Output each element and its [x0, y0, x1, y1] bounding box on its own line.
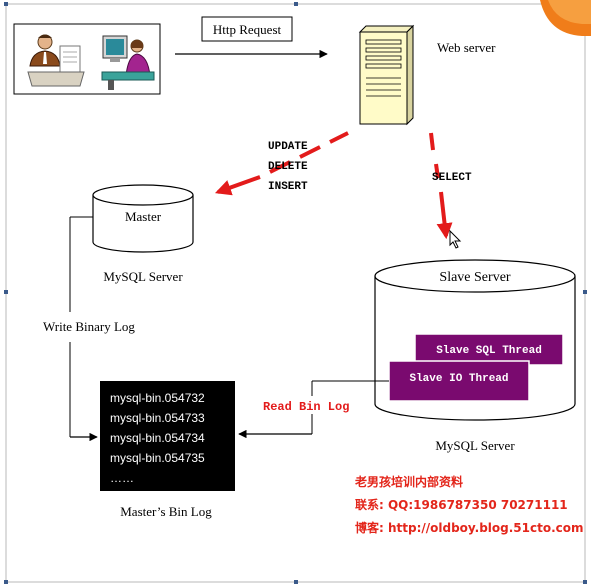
write-binary-log-label: Write Binary Log — [43, 319, 135, 334]
watermark-line1: 老男孩培训内部资料 — [355, 474, 463, 489]
slave-sql-thread-label: Slave SQL Thread — [436, 345, 542, 357]
delete-label: DELETE — [268, 161, 308, 173]
watermark: 老男孩培训内部资料 联系: QQ:1986787350 70271111 博客:… — [355, 474, 584, 535]
write-arrow — [214, 131, 349, 196]
bin-log-entry: mysql-bin.054733 — [110, 411, 205, 425]
bin-log-entries: mysql-bin.054732 mysql-bin.054733 mysql-… — [110, 391, 205, 485]
bin-log-entry: mysql-bin.054735 — [110, 451, 205, 465]
slave-db-label: Slave Server — [439, 270, 510, 285]
slave-io-thread-label: Slave IO Thread — [409, 373, 508, 385]
read-bin-log-label-bg — [260, 396, 368, 414]
insert-label: INSERT — [268, 181, 308, 193]
write-ops-labels: UPDATE DELETE INSERT — [268, 141, 308, 193]
master-db-icon — [92, 184, 194, 253]
web-server-label: Web server — [437, 40, 496, 55]
write-binary-log-connector — [69, 216, 98, 442]
bin-log-entry: …… — [110, 471, 134, 485]
slave-server-label: MySQL Server — [435, 438, 515, 453]
web-server-icon — [358, 24, 415, 126]
select-arrow — [429, 132, 453, 240]
businessman-icon — [27, 34, 85, 87]
bin-log-caption: Master’s Bin Log — [120, 504, 212, 519]
watermark-line2: 联系: QQ:1986787350 70271111 — [355, 497, 568, 512]
slave-io-thread-box — [388, 360, 530, 402]
update-label: UPDATE — [268, 141, 308, 153]
slave-sql-thread-box — [414, 333, 564, 366]
read-bin-log-label: Read Bin Log — [263, 400, 349, 414]
master-server-label: MySQL Server — [103, 269, 183, 284]
watermark-line3: 博客: http://oldboy.blog.51cto.com — [355, 520, 584, 535]
client-box — [13, 23, 161, 95]
select-label: SELECT — [432, 172, 472, 184]
http-request-label: Http Request — [213, 22, 282, 37]
bin-log-entry: mysql-bin.054734 — [110, 431, 205, 445]
bin-log-box — [100, 381, 235, 491]
master-db-label: Master — [125, 209, 162, 224]
bin-log-entry: mysql-bin.054732 — [110, 391, 205, 405]
mouse-cursor-icon — [449, 229, 462, 249]
computer-user-icon — [101, 35, 155, 90]
corner-decoration — [540, 0, 591, 36]
http-request-label-box — [201, 16, 293, 42]
